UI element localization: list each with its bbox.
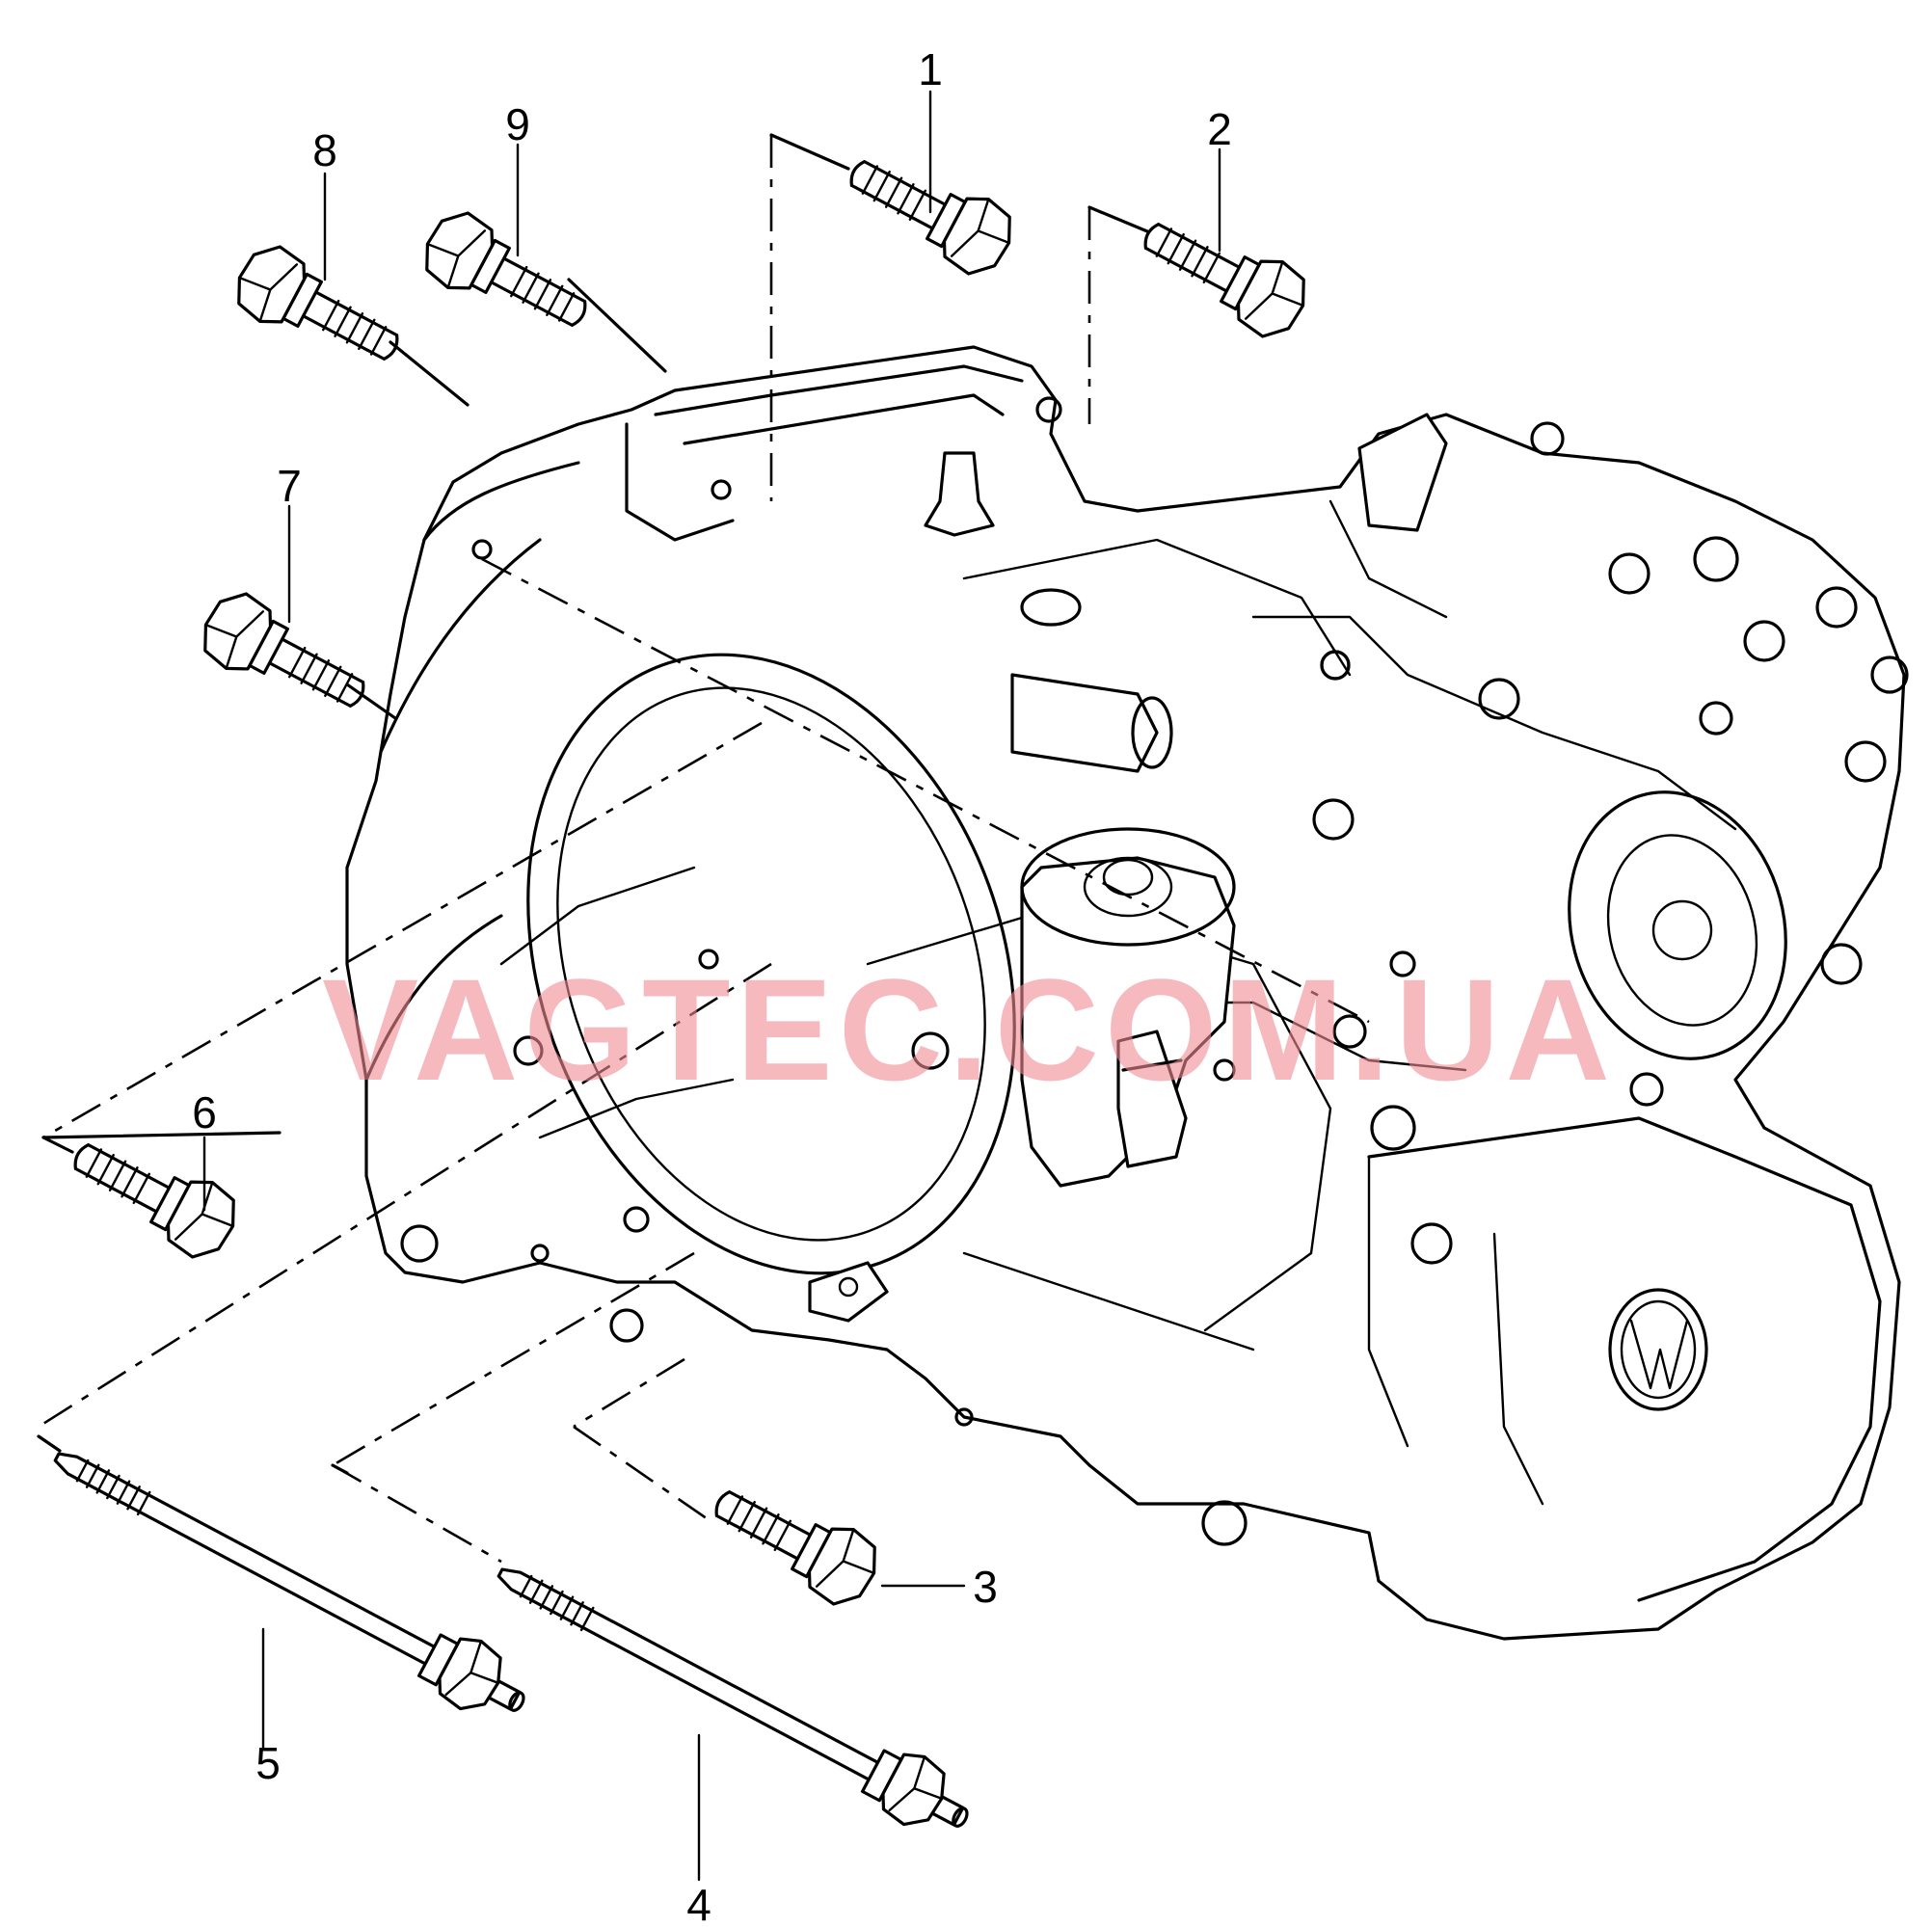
watermark: VAGTEC.COM.UA: [322, 949, 1616, 1111]
callout-7: 7: [277, 461, 302, 511]
callout-9: 9: [505, 99, 530, 149]
callout-3: 3: [973, 1562, 998, 1612]
callout-numbers: 1 2 3 4 5 6 7 8 9: [192, 44, 1232, 1927]
bolt-8[interactable]: [224, 235, 414, 386]
brand-emblem: [1608, 1288, 1708, 1411]
callout-1: 1: [918, 44, 943, 94]
bolt-7[interactable]: [190, 582, 380, 733]
leader-dash-lines: [38, 135, 1370, 1564]
gearbox-housing: [345, 345, 1909, 1641]
bolt-6[interactable]: [59, 1118, 249, 1269]
leader-lines: [37, 133, 1149, 1475]
callout-5: 5: [255, 1738, 281, 1788]
bolt-2[interactable]: [1129, 198, 1319, 348]
callout-pointers: [202, 90, 1221, 1882]
callout-6: 6: [192, 1087, 217, 1137]
callout-4: 4: [686, 1880, 711, 1927]
bolt-5[interactable]: [40, 1423, 541, 1735]
callout-2: 2: [1207, 104, 1232, 154]
bolt-3[interactable]: [700, 1465, 890, 1616]
bolt-9[interactable]: [412, 201, 602, 352]
callout-8: 8: [312, 125, 337, 175]
